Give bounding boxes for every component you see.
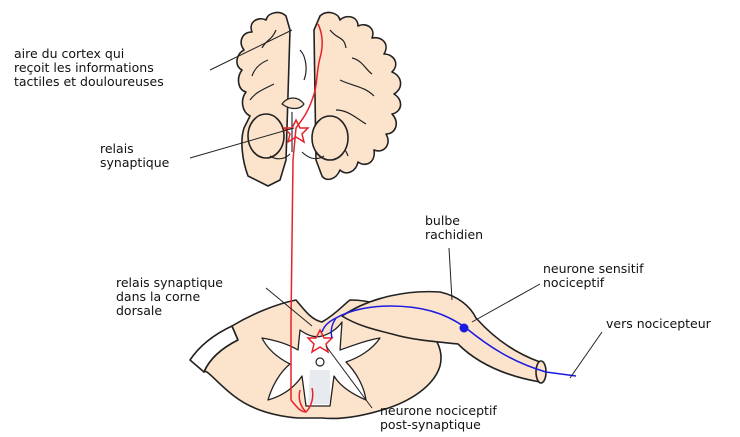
- leader-bulbe: [449, 248, 452, 300]
- label-dorsal-line3: dorsale: [116, 304, 223, 318]
- label-cortex-line2: reçoit les informations: [14, 61, 164, 75]
- label-dorsal-line2: dans la corne: [116, 290, 223, 304]
- label-bulbe-line1: bulbe: [425, 214, 483, 228]
- central-canal: [316, 358, 324, 366]
- label-cortex-line3: tactiles et douloureuses: [14, 75, 164, 89]
- label-dorsal-line1: relais synaptique: [116, 276, 223, 290]
- label-bulbe-rachidien: bulbe rachidien: [425, 214, 483, 242]
- label-sensory-neuron: neurone sensitif nociceptif: [543, 262, 644, 290]
- label-postsynaptic-neuron: neurone nociceptif post-synaptique: [380, 404, 497, 432]
- leader-sensory-neuron: [472, 284, 540, 322]
- leader-nociceptor: [570, 332, 602, 378]
- label-sensory-line2: nociceptif: [543, 276, 644, 290]
- label-bulbe-line2: rachidien: [425, 228, 483, 242]
- sensory-cell-body: [460, 324, 469, 333]
- label-synaptic-relay: relais synaptique: [100, 142, 169, 170]
- label-nociceptor-direction: vers nocicepteur: [606, 317, 711, 331]
- label-cortex-line1: aire du cortex qui: [14, 47, 164, 61]
- grey-column-shading: [308, 370, 330, 404]
- brain-section: [237, 13, 401, 186]
- label-cortex-area: aire du cortex qui reçoit les informatio…: [14, 47, 164, 89]
- label-dorsal-horn-relay: relais synaptique dans la corne dorsale: [116, 276, 223, 318]
- brain-left-hemisphere: [237, 13, 290, 186]
- label-relay-line1: relais: [100, 142, 169, 156]
- label-postsynaptic-line1: neurone nociceptif: [380, 404, 497, 418]
- right-thalamus: [312, 116, 348, 160]
- label-relay-line2: synaptique: [100, 156, 169, 170]
- label-sensory-line1: neurone sensitif: [543, 262, 644, 276]
- label-postsynaptic-line2: post-synaptique: [380, 418, 497, 432]
